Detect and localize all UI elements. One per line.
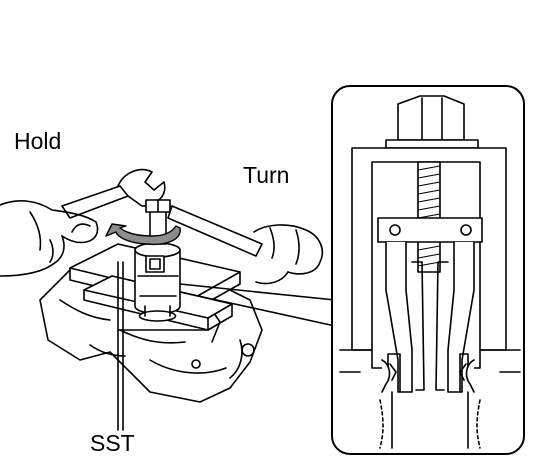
left-hand bbox=[0, 200, 99, 277]
hold-label: Hold bbox=[14, 128, 61, 154]
rotation-arrow bbox=[105, 223, 181, 246]
special-service-tool bbox=[69, 199, 241, 331]
sst-bracket bbox=[117, 261, 209, 431]
detail-leader-lines bbox=[179, 283, 336, 327]
turn-label: Turn bbox=[243, 162, 289, 188]
engine-block bbox=[39, 269, 263, 403]
right-hand bbox=[253, 224, 324, 285]
sst-label: SST bbox=[90, 430, 135, 456]
detail-inset bbox=[331, 85, 525, 455]
